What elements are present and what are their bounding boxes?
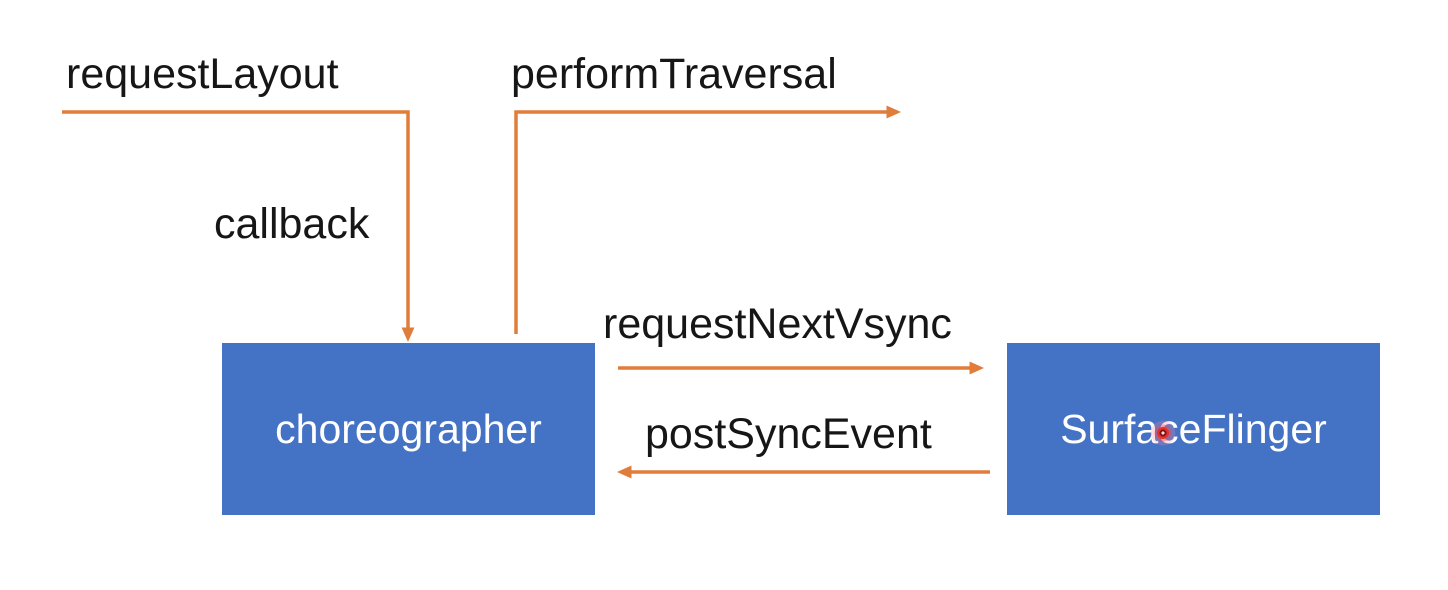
choreographer-node-label: choreographer bbox=[275, 405, 542, 452]
choreographer-node: choreographer bbox=[222, 343, 595, 515]
callback-label: callback bbox=[214, 200, 370, 248]
request-layout-label: requestLayout bbox=[66, 50, 339, 98]
post-sync-event-label: postSyncEvent bbox=[645, 410, 932, 458]
request-layout-arrow bbox=[62, 110, 415, 343]
surfaceflinger-node-label: SurfaceFlinger bbox=[1060, 405, 1327, 452]
surfaceflinger-node: SurfaceFlinger bbox=[1007, 343, 1380, 515]
perform-traversal-label: performTraversal bbox=[511, 50, 837, 98]
perform-traversal-arrow bbox=[514, 105, 902, 334]
request-next-vsync-label: requestNextVsync bbox=[603, 300, 952, 348]
